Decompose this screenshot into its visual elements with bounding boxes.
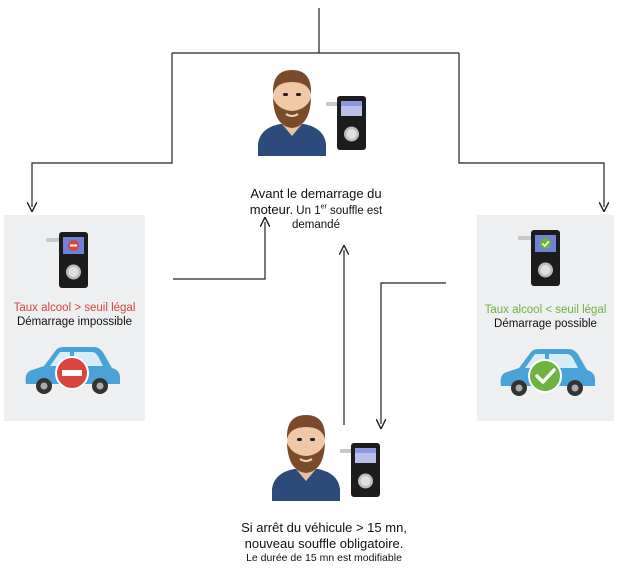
top-description: Avant le demarrage du moteur. Un 1er sou… (226, 186, 406, 232)
left-status-text: Taux alcool > seuil légal Démarrage impo… (4, 301, 145, 329)
left-branch-line (32, 53, 173, 207)
top-line-2: moteur. Un 1er souffle est (226, 202, 406, 218)
left-result: Démarrage impossible (16, 316, 133, 329)
right-status-text: Taux alcool < seuil légal Démarrage poss… (477, 303, 614, 331)
breathalyzer-refused-icon (46, 232, 88, 288)
man-avatar-bottom (272, 415, 340, 501)
top-line-2-sup: er (320, 203, 327, 211)
left-status: Taux alcool > seuil légal (13, 302, 136, 314)
right-result: Démarrage possible (494, 318, 597, 331)
top-line-3: demandé (292, 218, 340, 231)
bottom-description: Si arrêt du véhicule > 15 mn, nouveau so… (229, 520, 419, 565)
top-line-2-part-a: Un 1 (293, 204, 321, 217)
right-status: Taux alcool < seuil légal (484, 304, 607, 316)
top-line-2-prefix: moteur. (249, 201, 294, 217)
right-to-bottom-arrow (381, 282, 446, 424)
top-line-2-part-b: souffle est (326, 204, 383, 217)
top-line-1: Avant le demarrage du (250, 186, 382, 201)
left-return-arrow (173, 222, 265, 280)
bottom-line-2: nouveau souffle obligatoire. (244, 535, 404, 551)
bottom-line-3: Le durée de 15 mn est modifiable (246, 551, 402, 564)
breathalyzer-icon-bottom (340, 443, 380, 497)
bottom-line-1: Si arrêt du véhicule > 15 mn, (241, 520, 407, 535)
breathalyzer-allowed-icon (518, 230, 560, 286)
right-branch-line (458, 53, 604, 207)
man-avatar-top (258, 70, 326, 156)
car-allowed-icon (500, 349, 595, 396)
breathalyzer-icon-top (326, 96, 366, 150)
car-blocked-icon (25, 347, 121, 394)
